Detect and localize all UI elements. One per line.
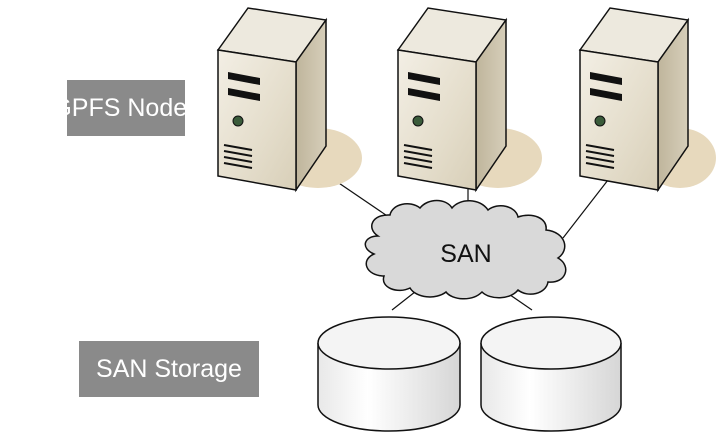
san-storage-label: SAN Storage xyxy=(79,341,259,397)
server-tower-icon xyxy=(578,7,716,193)
disk-cylinder-icon xyxy=(317,316,461,432)
disk-cylinder-icon xyxy=(480,316,622,432)
gpfs-nodes-label: GPFS Nodes xyxy=(52,80,200,136)
server-tower-icon xyxy=(216,7,362,193)
server-front xyxy=(579,49,659,191)
server-front xyxy=(217,49,297,191)
san-label: SAN xyxy=(440,240,491,268)
cloud-icon: SAN xyxy=(364,199,567,300)
server-front xyxy=(397,49,477,191)
link-node3-san xyxy=(562,179,609,239)
server-tower-icon xyxy=(396,7,542,193)
